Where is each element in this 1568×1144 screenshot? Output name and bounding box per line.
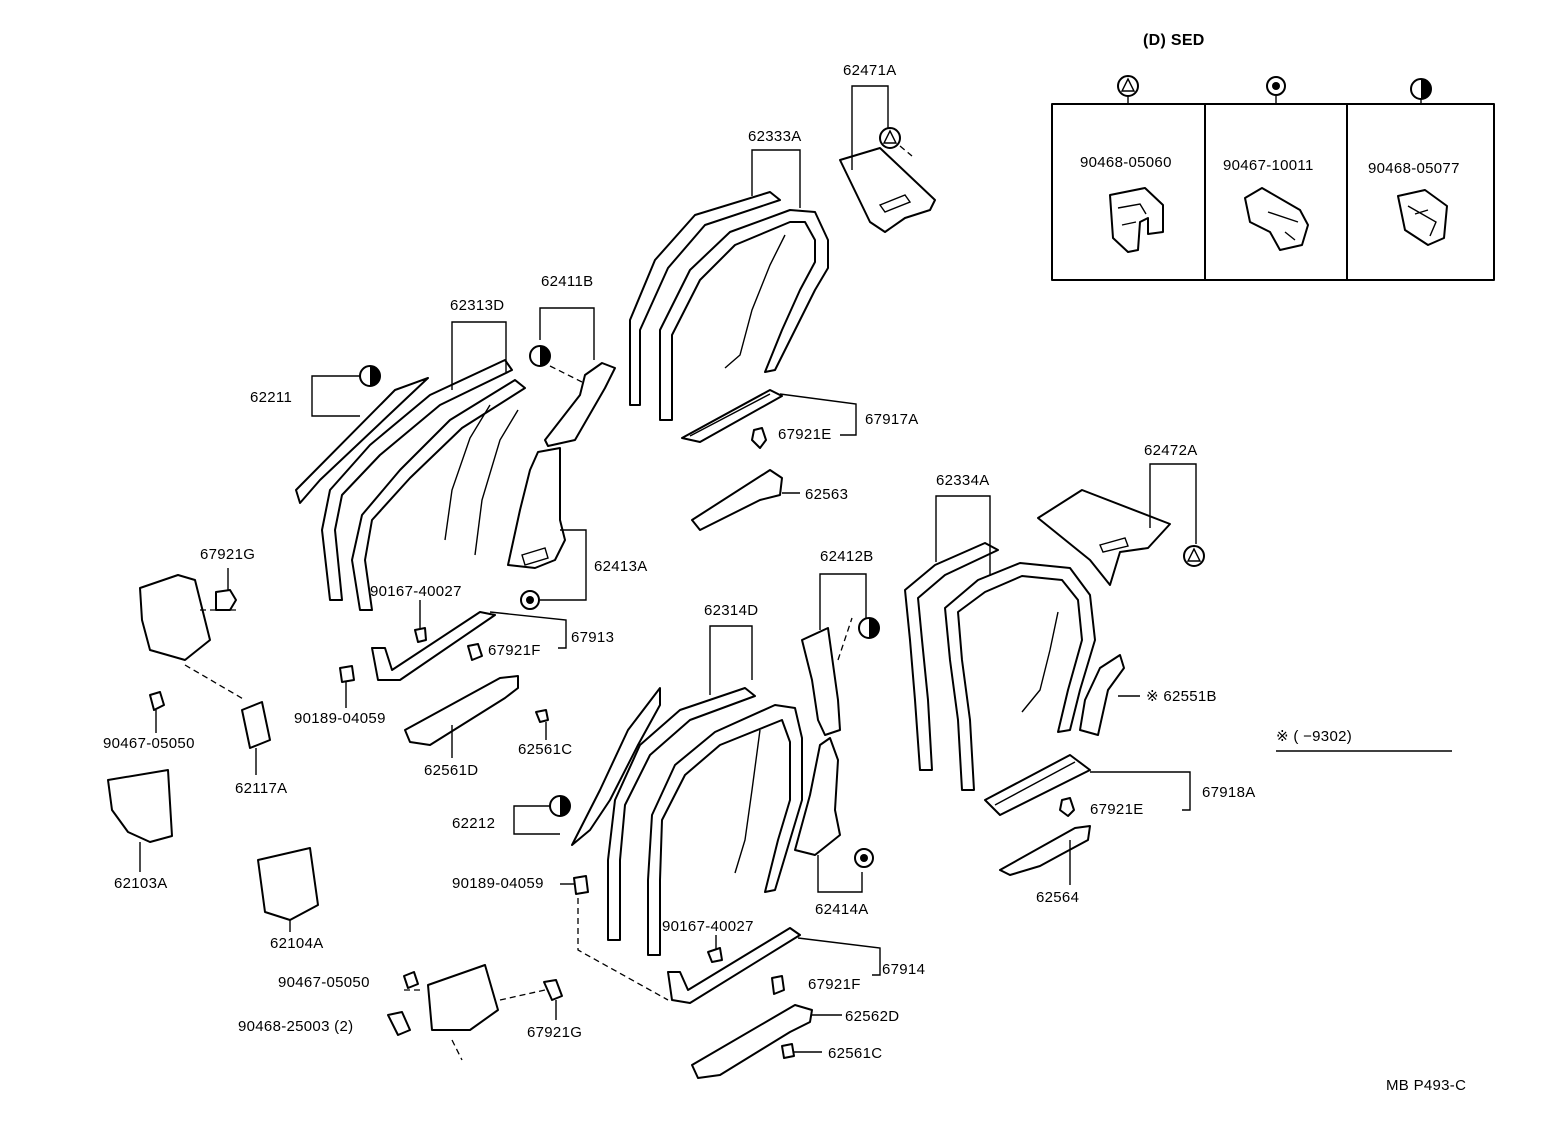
label-90467-05050-b: 90467-05050 <box>278 974 370 991</box>
label-62551B: ※ 62551B <box>1146 688 1217 705</box>
legend-title: (D) SED <box>1143 32 1205 49</box>
part-67921G-bottom <box>543 979 563 1020</box>
label-67921G-left: 67921G <box>200 546 256 563</box>
part-62563 <box>691 469 800 531</box>
clip-67921E-top <box>751 427 767 449</box>
part-62562D <box>691 1004 842 1079</box>
part-62104A <box>257 847 319 932</box>
part-62472A <box>1037 463 1205 586</box>
screw-62561C-a <box>535 709 549 740</box>
label-67921E-bottom: 67921E <box>1090 801 1144 818</box>
dot-circle-icon <box>1266 76 1286 96</box>
part-62334A <box>904 495 1096 791</box>
part-62414A <box>794 737 874 893</box>
part-62551B <box>1079 654 1140 736</box>
part-lower-bracket <box>400 964 546 1061</box>
label-62117A: 62117A <box>235 780 288 797</box>
label-62212: 62212 <box>452 815 496 832</box>
clip-67921F-b <box>771 975 785 995</box>
legend-box <box>1051 96 1495 281</box>
label-62211: 62211 <box>250 389 293 406</box>
label-90189-04059-b: 90189-04059 <box>452 875 544 892</box>
part-67913 <box>371 611 567 681</box>
clip-67921F-a <box>467 643 483 661</box>
label-62104A: 62104A <box>270 935 324 952</box>
label-62413A: 62413A <box>594 558 648 575</box>
screw-62561C-b <box>781 1043 822 1059</box>
label-62561D: 62561D <box>424 762 479 779</box>
part-62412B <box>801 573 880 736</box>
clip-90468-25003 <box>387 1011 411 1036</box>
label-67921E-top: 67921E <box>778 426 832 443</box>
part-62103A <box>107 769 173 872</box>
label-62313D: 62313D <box>450 297 505 314</box>
label-62411B: 62411B <box>541 273 594 290</box>
clip-90189-04059-b <box>560 875 669 1001</box>
part-62333A <box>629 149 829 421</box>
label-67921F-b: 67921F <box>808 976 861 993</box>
footnote: ※ ( −9302) <box>1276 728 1353 745</box>
label-90468-25003: 90468-25003 (2) <box>238 1018 354 1035</box>
label-67914: 67914 <box>882 961 926 978</box>
part-62212 <box>513 687 661 846</box>
triangle-circle-icon <box>1117 75 1139 97</box>
label-90167-40027-b: 90167-40027 <box>662 918 754 935</box>
label-62414A: 62414A <box>815 901 869 918</box>
clip-90468-05060 <box>1109 187 1164 253</box>
half-circle-icon <box>1410 78 1432 100</box>
label-62314D: 62314D <box>704 602 759 619</box>
label-90467-05050-a: 90467-05050 <box>103 735 195 752</box>
part-62471A <box>839 85 936 233</box>
part-62561D <box>404 675 519 758</box>
label-62561C-b: 62561C <box>828 1045 883 1062</box>
label-62561C-a: 62561C <box>518 741 573 758</box>
part-62564 <box>999 825 1091 885</box>
part-62411B <box>529 307 616 447</box>
part-62313D <box>321 321 526 611</box>
part-62117A <box>241 701 271 775</box>
part-67914 <box>667 927 881 1004</box>
label-67917A: 67917A <box>865 411 919 428</box>
legend-part-2: 90467-10011 <box>1223 157 1314 174</box>
label-62563: 62563 <box>805 486 849 503</box>
label-62472A: 62472A <box>1144 442 1198 459</box>
part-67917A <box>681 389 857 443</box>
clip-90468-05077 <box>1397 189 1448 246</box>
label-62103A: 62103A <box>114 875 168 892</box>
clip-90467-05050-a <box>149 691 165 733</box>
label-90189-04059-a: 90189-04059 <box>294 710 386 727</box>
legend-part-1: 90468-05060 <box>1080 154 1172 171</box>
label-67913: 67913 <box>571 629 615 646</box>
label-67921F-a: 67921F <box>488 642 541 659</box>
diagram-code: MB P493-C <box>1386 1077 1467 1094</box>
legend-part-3: 90468-05077 <box>1368 160 1460 177</box>
label-62412B: 62412B <box>820 548 874 565</box>
label-67918A: 67918A <box>1202 784 1256 801</box>
part-67918A <box>984 754 1191 816</box>
label-67921G-bottom: 67921G <box>527 1024 583 1041</box>
label-62333A: 62333A <box>748 128 802 145</box>
part-67921G-left <box>139 568 246 701</box>
screw-90167-40027-a <box>414 600 427 643</box>
clip-90467-05050-b <box>403 971 419 989</box>
screw-90167-40027-b <box>707 935 723 963</box>
label-62564: 62564 <box>1036 889 1080 906</box>
part-62314D <box>607 625 803 956</box>
clip-90189-04059-a <box>339 665 355 708</box>
label-62334A: 62334A <box>936 472 990 489</box>
label-90167-40027-a: 90167-40027 <box>370 583 462 600</box>
part-62211 <box>295 365 429 504</box>
label-62562D: 62562D <box>845 1008 900 1025</box>
clip-67921E-bottom <box>1059 797 1075 817</box>
clip-90467-10011 <box>1244 187 1309 251</box>
label-62471A: 62471A <box>843 62 897 79</box>
part-62413A <box>507 447 587 610</box>
